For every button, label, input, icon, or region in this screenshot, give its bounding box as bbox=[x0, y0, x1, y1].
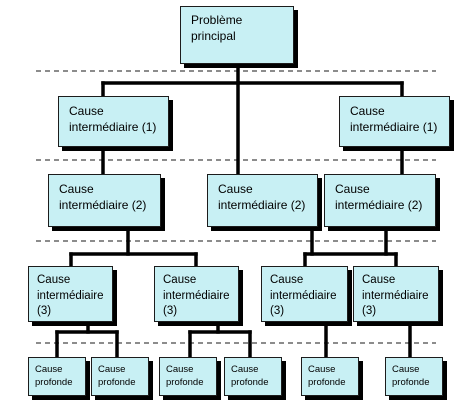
intermediate-cause-3-label: Cause intermédiaire (3) bbox=[163, 274, 230, 318]
intermediate-cause-2-label: Cause intermédiaire (2) bbox=[59, 182, 147, 213]
main-problem-box: Problème principal bbox=[180, 6, 294, 64]
main-problem-label: Problème principal bbox=[191, 13, 243, 44]
intermediate-cause-2-box: Cause intermédiaire (2) bbox=[324, 174, 436, 227]
root-cause-box: Cause profonde bbox=[385, 357, 443, 396]
root-cause-label: Cause profonde bbox=[35, 364, 73, 389]
root-cause-box: Cause profonde bbox=[224, 357, 282, 396]
root-cause-label: Cause profonde bbox=[392, 364, 430, 389]
intermediate-cause-1-box: Cause intermédiaire (1) bbox=[58, 96, 169, 147]
intermediate-cause-3-box: Cause intermédiaire (3) bbox=[353, 266, 439, 322]
root-cause-label: Cause profonde bbox=[166, 364, 204, 389]
intermediate-cause-3-box: Cause intermédiaire (3) bbox=[261, 266, 348, 322]
root-cause-label: Cause profonde bbox=[231, 364, 269, 389]
root-cause-box: Cause profonde bbox=[301, 357, 359, 396]
root-cause-box: Cause profonde bbox=[159, 357, 217, 396]
root-cause-label: Cause profonde bbox=[98, 364, 136, 389]
intermediate-cause-1-label: Cause intermédiaire (1) bbox=[350, 104, 438, 135]
intermediate-cause-1-box: Cause intermédiaire (1) bbox=[339, 96, 450, 147]
intermediate-cause-1-label: Cause intermédiaire (1) bbox=[69, 104, 157, 135]
intermediate-cause-3-label: Cause intermédiaire (3) bbox=[37, 274, 104, 318]
root-cause-box: Cause profonde bbox=[28, 357, 86, 396]
intermediate-cause-3-label: Cause intermédiaire (3) bbox=[270, 274, 337, 318]
intermediate-cause-2-box: Cause intermédiaire (2) bbox=[48, 174, 161, 227]
intermediate-cause-2-label: Cause intermédiaire (2) bbox=[218, 182, 306, 213]
intermediate-cause-3-box: Cause intermédiaire (3) bbox=[154, 266, 239, 322]
intermediate-cause-2-box: Cause intermédiaire (2) bbox=[207, 174, 318, 227]
intermediate-cause-3-label: Cause intermédiaire (3) bbox=[362, 274, 429, 318]
root-cause-label: Cause profonde bbox=[308, 364, 346, 389]
intermediate-cause-2-label: Cause intermédiaire (2) bbox=[335, 182, 423, 213]
intermediate-cause-3-box: Cause intermédiaire (3) bbox=[28, 266, 113, 322]
root-cause-box: Cause profonde bbox=[91, 357, 149, 396]
